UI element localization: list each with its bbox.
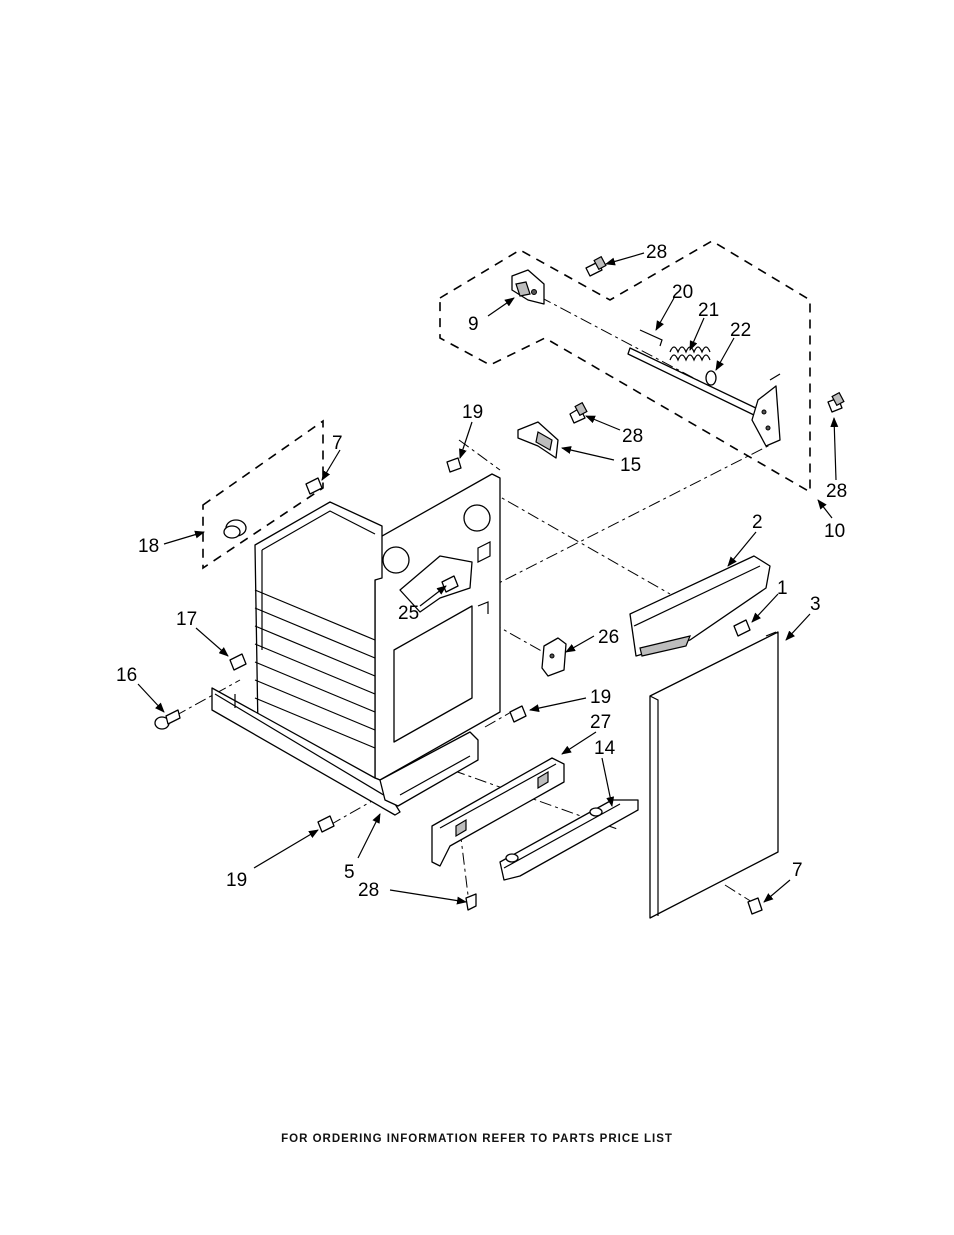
callout-18: 18 (138, 536, 159, 557)
callout-10: 10 (824, 521, 845, 542)
bracket-part-26 (542, 638, 566, 676)
callout-28-top: 28 (646, 242, 667, 263)
callout-19-lower: 19 (226, 870, 247, 891)
door-panel-part-3 (650, 632, 778, 918)
callout-7-upper: 7 (332, 433, 343, 454)
hinge-pin-rod-part-20 (628, 330, 760, 416)
bolt-part-16 (155, 710, 180, 729)
callout-28-mid: 28 (622, 426, 643, 447)
callout-1: 1 (777, 578, 788, 599)
callout-20: 20 (672, 282, 693, 303)
screw-part-19-right (510, 706, 526, 722)
screw-part-1 (734, 620, 750, 636)
callout-28-right: 28 (826, 481, 847, 502)
callout-21: 21 (698, 300, 719, 321)
nut-part-17 (230, 654, 246, 670)
callout-9: 9 (468, 314, 479, 335)
screw-part-19-left (318, 816, 334, 832)
washer-part-22 (706, 371, 716, 385)
callout-2: 2 (752, 512, 763, 533)
screw-part-28-lower (466, 894, 476, 910)
callout-22: 22 (730, 320, 751, 341)
callout-7-lower: 7 (792, 860, 803, 881)
screw-part-7-left (306, 478, 322, 494)
callout-5: 5 (344, 862, 355, 883)
callout-14: 14 (594, 738, 616, 759)
callout-25: 25 (398, 603, 419, 624)
callout-17: 17 (176, 609, 197, 630)
callout-28-lower: 28 (358, 880, 379, 901)
screw-part-28-mid (570, 403, 587, 423)
cabinet-frame (212, 474, 500, 815)
callout-16: 16 (116, 665, 137, 686)
screw-part-19-upper (447, 458, 461, 472)
screw-part-28-right (828, 393, 844, 412)
upper-hinge-bracket-part-9 (512, 270, 544, 304)
callout-3: 3 (810, 594, 821, 615)
knob-part-18 (224, 520, 246, 538)
ordering-info-footer: FOR ORDERING INFORMATION REFER TO PARTS … (0, 1133, 954, 1145)
callout-15: 15 (620, 455, 641, 476)
callout-19-upper: 19 (462, 402, 483, 423)
callout-26: 26 (598, 627, 619, 648)
callout-19-right: 19 (590, 687, 611, 708)
screw-part-28-top (586, 257, 606, 276)
bracket-part-15 (518, 422, 558, 458)
hinge-bracket-end-part-10 (752, 374, 780, 446)
top-trim-part-2 (630, 556, 770, 656)
callout-27: 27 (590, 712, 611, 733)
